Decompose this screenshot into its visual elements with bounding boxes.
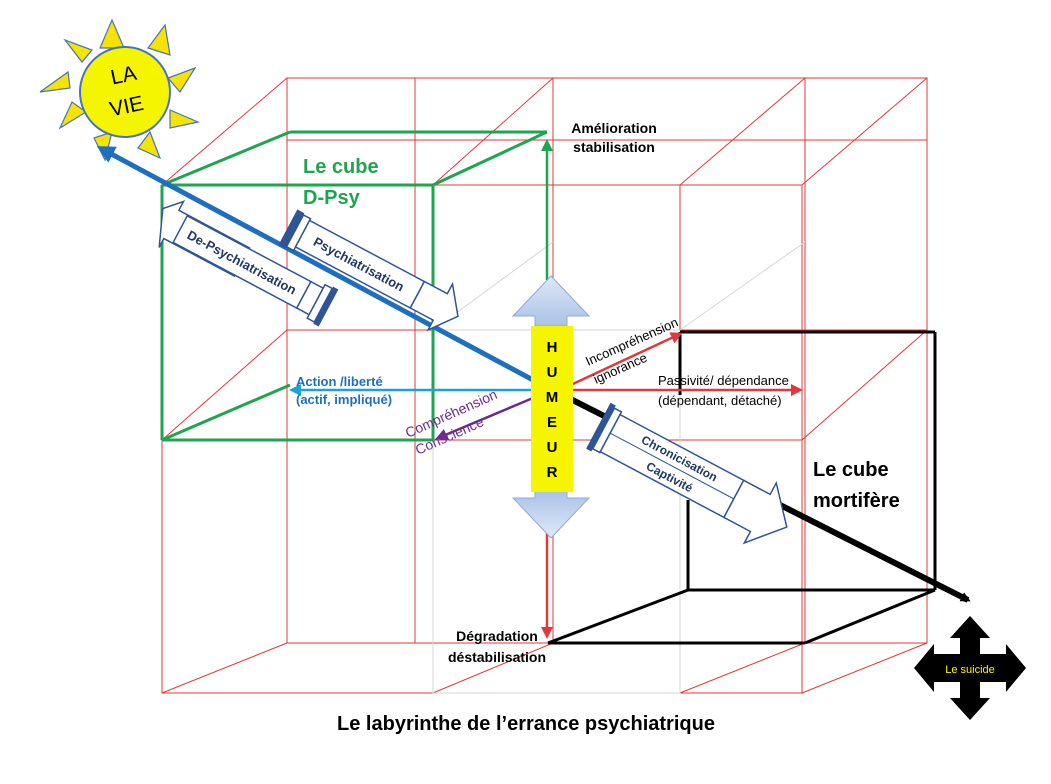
passivite-label: Passivité/ dépendance — [658, 373, 789, 388]
amelioration-label: Amélioration — [571, 120, 657, 136]
humeur-letter: M — [546, 389, 559, 406]
cube-mortifere-title-line1: Le cube — [813, 459, 889, 481]
humeur-letter: R — [547, 464, 558, 481]
syringe-de-psychiatrisation-label: De-Psychiatrisation — [185, 227, 299, 297]
suicide-label: Le suicide — [945, 664, 995, 676]
humeur-double-arrow — [511, 275, 591, 539]
humeur-letter: E — [547, 414, 557, 431]
arrow-diag-comprehension — [435, 396, 534, 441]
action-label: Action /liberté — [296, 374, 383, 389]
humeur-letters: H U M E U R — [546, 339, 559, 481]
green-cube-dpsy — [160, 130, 548, 442]
syringe-psychiatrisation: Psychiatrisation — [278, 209, 459, 332]
arrow-diag-incomprehension — [559, 332, 683, 392]
destabilisation-label: déstabilisation — [448, 649, 546, 665]
humeur-letter: H — [547, 339, 558, 356]
black-cube-mortifere — [547, 330, 937, 645]
cube-dpsy-title-line1: Le cube — [303, 156, 379, 178]
degradation-label: Dégradation — [456, 628, 538, 644]
cube-dpsy-title-line2: D-Psy — [303, 187, 361, 209]
suicide-badge: Le suicide — [914, 616, 1026, 720]
gray-central-cube — [432, 241, 806, 694]
syringe-chronicisation: Chronicisation Captivité — [586, 402, 788, 545]
page-title: Le labyrinthe de l’errance psychiatrique — [337, 713, 715, 735]
humeur-letter: U — [547, 364, 558, 381]
actif-label: (actif, impliqué) — [296, 392, 392, 407]
sun-icon: LA VIE — [39, 18, 200, 162]
humeur-letter: U — [547, 439, 558, 456]
cube-mortifere-title-line2: mortifère — [813, 490, 900, 512]
arrow-to-life — [96, 146, 535, 383]
sun-label-line1: LA — [109, 62, 139, 90]
dependant-label: (dépendant, détaché) — [658, 393, 782, 408]
stabilisation-label: stabilisation — [573, 139, 655, 155]
